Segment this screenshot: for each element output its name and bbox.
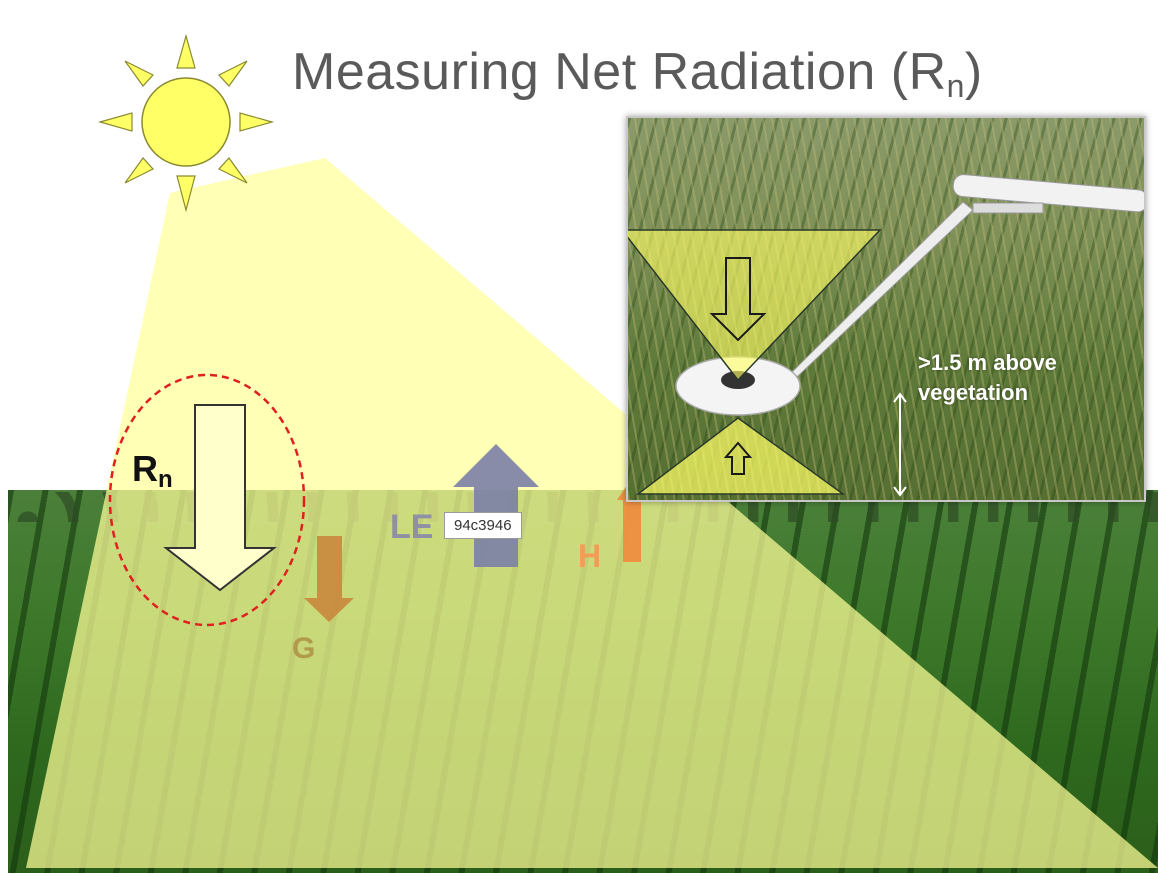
h-label: H <box>578 538 602 574</box>
outgoing-radiation-arrow <box>723 441 753 475</box>
height-annotation-line1: >1.5 m above <box>918 350 1057 375</box>
height-annotation-line2: vegetation <box>918 380 1029 405</box>
slide-title: Measuring Net Radiation (Rn) <box>292 43 983 104</box>
mounting-pipe <box>952 174 1144 213</box>
sun-icon <box>97 33 275 213</box>
incoming-radiation-arrow <box>709 257 767 342</box>
id-tooltip: 94c3946 <box>444 512 522 539</box>
net-radiometer-drawing <box>628 174 1144 497</box>
height-measure-arrow <box>893 392 907 497</box>
rn-highlight-circle <box>108 373 306 627</box>
upper-view-cone <box>628 229 882 382</box>
rn-arrow <box>163 404 277 592</box>
rn-label: Rn <box>132 448 173 493</box>
g-arrow <box>304 536 354 622</box>
height-annotation: >1.5 m above vegetation <box>918 348 1057 408</box>
sunlight-beam <box>26 158 1158 868</box>
net-radiometer-photo <box>626 116 1146 502</box>
lower-view-cone <box>635 417 846 495</box>
g-label: G <box>292 632 316 665</box>
le-label: LE <box>390 508 434 546</box>
